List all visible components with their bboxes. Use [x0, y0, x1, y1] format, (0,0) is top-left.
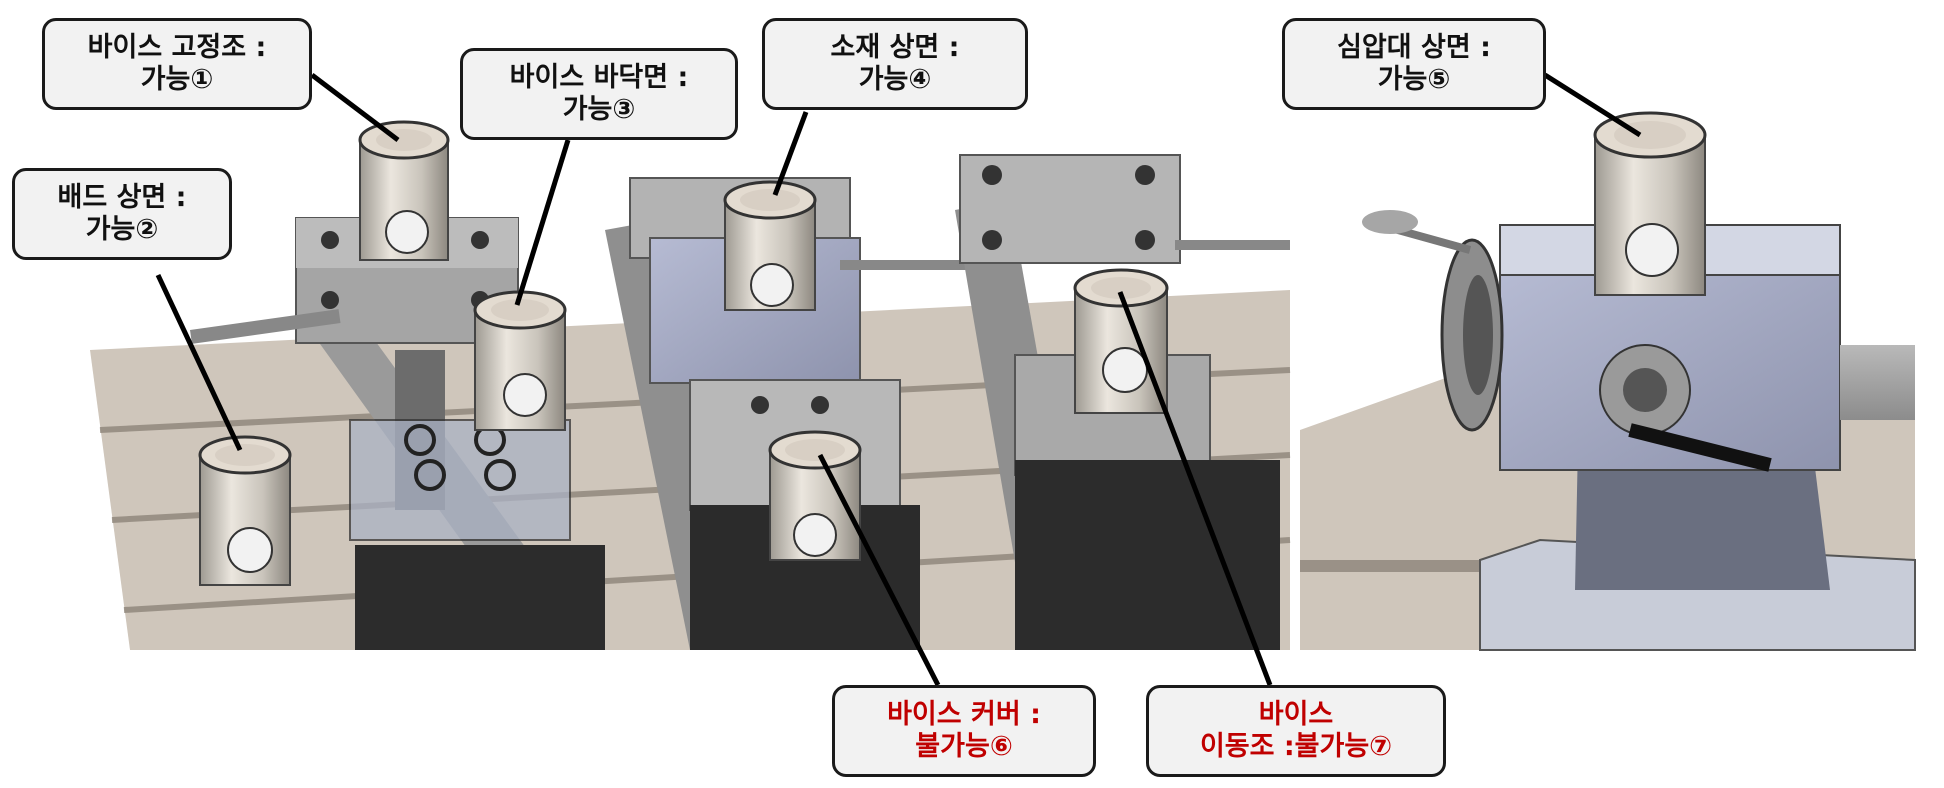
callout-bed-top: 배드 상면 : 가능②	[12, 168, 232, 260]
callout-vise-moving-jaw-line1: 바이스	[1258, 699, 1334, 730]
leader-vise-fixed-jaw	[310, 73, 400, 142]
callout-vise-fixed-jaw: 바이스 고정조 : 가능①	[42, 18, 312, 110]
callout-vise-cover: 바이스 커버 : 불가능⑥	[832, 685, 1096, 777]
right-panel-render	[1295, 111, 1916, 651]
callout-vise-moving-jaw: 바이스 이동조 :불가능⑦	[1146, 685, 1446, 777]
callout-vise-bottom-line2: 가능③	[562, 94, 636, 125]
callout-bed-top-line1: 배드 상면 :	[57, 182, 187, 213]
piston-moving-jaw	[1073, 268, 1169, 414]
leader-vise-cover	[817, 453, 941, 687]
callout-tailstock-top-line2: 가능⑤	[1377, 64, 1451, 95]
piston-fixed-jaw	[358, 120, 450, 261]
piston-vise-cover	[768, 430, 862, 561]
callout-vise-fixed-jaw-line2: 가능①	[140, 64, 214, 95]
callout-vise-bottom-line1: 바이스 바닥면 :	[509, 62, 689, 93]
leader-workpiece-top	[772, 111, 809, 196]
piston-bed	[198, 435, 292, 586]
callout-vise-moving-jaw-line2: 이동조 :불가능⑦	[1199, 731, 1393, 762]
callout-bed-top-line2: 가능②	[85, 214, 159, 245]
callout-vise-bottom: 바이스 바닥면 : 가능③	[460, 48, 738, 140]
leader-bed-top	[155, 273, 243, 452]
leader-vise-moving-jaw	[1117, 291, 1273, 686]
callout-tailstock-top: 심압대 상면 : 가능⑤	[1282, 18, 1546, 110]
leader-lines	[155, 72, 1642, 687]
left-panel-render	[90, 120, 1291, 650]
callout-tailstock-top-line1: 심압대 상면 :	[1337, 32, 1491, 63]
callout-workpiece-top-line1: 소재 상면 :	[830, 32, 960, 63]
callout-workpiece-top-line2: 가능④	[858, 64, 932, 95]
callout-vise-cover-line1: 바이스 커버 :	[887, 699, 1041, 730]
leader-tailstock-top	[1543, 72, 1642, 138]
callout-vise-fixed-jaw-line1: 바이스 고정조 :	[87, 32, 267, 63]
piston-vise-bottom	[473, 290, 567, 431]
piston-workpiece	[723, 180, 817, 311]
callout-workpiece-top: 소재 상면 : 가능④	[762, 18, 1028, 110]
callout-vise-cover-line2: 불가능⑥	[915, 731, 1013, 762]
leader-vise-bottom	[514, 139, 571, 306]
